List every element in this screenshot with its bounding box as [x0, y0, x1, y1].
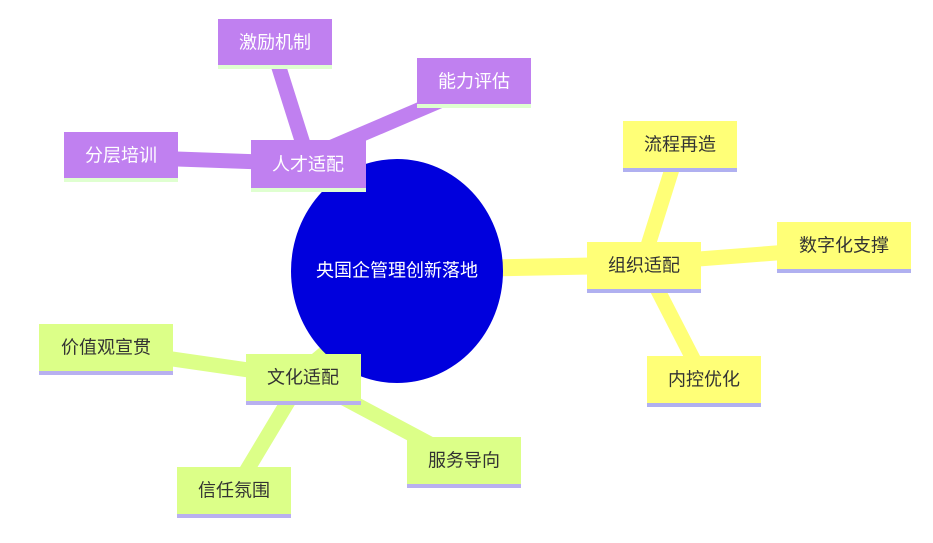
leaf-label-assessment: 能力评估: [438, 72, 510, 93]
leaf-label-digital: 数字化支撑: [799, 236, 889, 257]
branch-underline-culture: [246, 401, 361, 405]
branch-box-org: [587, 242, 701, 290]
branch-label-talent: 人才适配: [272, 155, 344, 176]
leaf-underline-training: [64, 178, 178, 182]
leaf-box-values: [39, 324, 173, 372]
leaf-underline-process: [623, 168, 737, 172]
leaf-label-process: 流程再造: [644, 135, 716, 156]
leaf-label-control: 内控优化: [668, 370, 740, 391]
branch-node-culture[interactable]: 文化适配: [246, 354, 361, 405]
branch-label-org: 组织适配: [608, 256, 680, 277]
leaf-underline-trust: [177, 514, 291, 518]
leaf-node-trust[interactable]: 信任氛围: [177, 467, 291, 518]
branch-box-culture: [246, 354, 361, 402]
leaf-underline-incentive: [218, 65, 332, 69]
leaf-label-trust: 信任氛围: [198, 481, 270, 502]
leaf-label-values: 价值观宣贯: [61, 338, 151, 359]
leaf-node-values[interactable]: 价值观宣贯: [39, 324, 173, 375]
leaf-box-digital: [777, 222, 911, 270]
root-ellipse: [291, 159, 503, 383]
leaf-underline-values: [39, 371, 173, 375]
root-node[interactable]: 央国企管理创新落地: [291, 159, 503, 383]
leaf-underline-digital: [777, 269, 911, 273]
leaf-label-incentive: 激励机制: [239, 33, 311, 54]
branch-box-talent: [251, 140, 366, 190]
leaf-node-incentive[interactable]: 激励机制: [218, 19, 332, 69]
edge-talent-incentive: [267, 47, 313, 158]
leaf-box-process: [623, 121, 737, 169]
branch-node-org[interactable]: 组织适配: [587, 242, 701, 293]
leaf-underline-assessment: [417, 104, 531, 108]
branch-underline-org: [587, 289, 701, 293]
branch-label-culture: 文化适配: [267, 368, 339, 389]
leaf-node-process[interactable]: 流程再造: [623, 121, 737, 172]
leaf-box-control: [647, 356, 761, 404]
leaf-box-assessment: [417, 58, 531, 106]
leaf-box-training: [64, 132, 178, 180]
leaf-node-assessment[interactable]: 能力评估: [417, 58, 531, 108]
leaf-label-training: 分层培训: [85, 146, 157, 167]
root-label: 央国企管理创新落地: [316, 261, 478, 282]
leaf-underline-service: [407, 484, 521, 488]
leaf-box-incentive: [218, 19, 332, 67]
leaf-node-control[interactable]: 内控优化: [647, 356, 761, 407]
leaf-box-trust: [177, 467, 291, 515]
leaf-box-service: [407, 437, 521, 485]
branch-underline-talent: [251, 188, 366, 192]
leaf-node-training[interactable]: 分层培训: [64, 132, 178, 182]
branch-node-talent[interactable]: 人才适配: [251, 140, 366, 192]
leaf-underline-control: [647, 403, 761, 407]
leaf-label-service: 服务导向: [428, 451, 500, 472]
leaf-node-service[interactable]: 服务导向: [407, 437, 521, 488]
leaf-node-digital[interactable]: 数字化支撑: [777, 222, 911, 273]
